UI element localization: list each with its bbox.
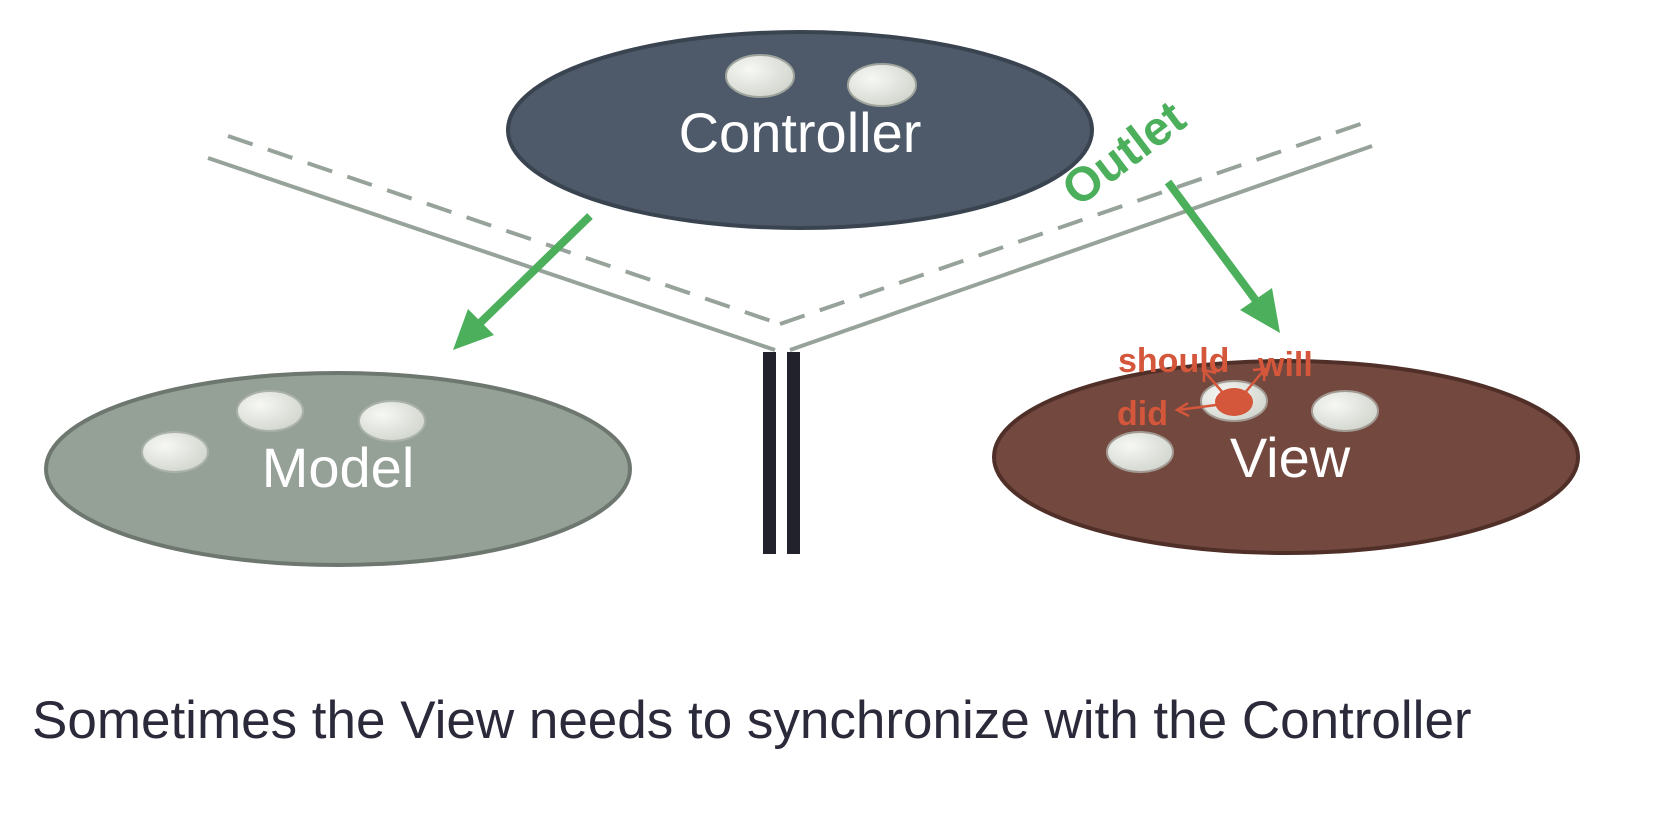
should-label: should [1118,342,1229,380]
model-ellipse [44,371,632,567]
left-dashed-line [227,134,781,326]
controller-to-model-arrow [453,213,593,350]
view-dot [1311,390,1379,432]
controller-node: Controller [506,30,1094,230]
controller-label: Controller [679,101,922,164]
delegate-arrows [1174,367,1267,418]
model-dot [236,390,304,432]
right-solid-line [789,144,1373,352]
controller-dot [725,54,795,98]
view-dot [1106,431,1174,473]
controller-dot [847,63,917,107]
model-node: Model [44,371,632,567]
view-node: View [992,359,1580,555]
divider-bar-left [763,352,776,554]
model-label: Model [262,436,415,499]
caption-text: Sometimes the View needs to synchronize … [32,691,1472,750]
will-label: will [1257,346,1313,384]
delegate-center-dot [1215,388,1253,416]
controller-ellipse [506,30,1094,230]
view-label: View [1230,426,1351,489]
did-label: did [1117,395,1168,433]
view-ellipse [992,359,1580,555]
model-dot [358,400,426,442]
left-solid-line [207,156,776,352]
model-dot [141,431,209,473]
divider-bar-right [787,352,800,554]
right-dashed-line [779,118,1373,326]
outlet-arrow [1164,179,1280,333]
